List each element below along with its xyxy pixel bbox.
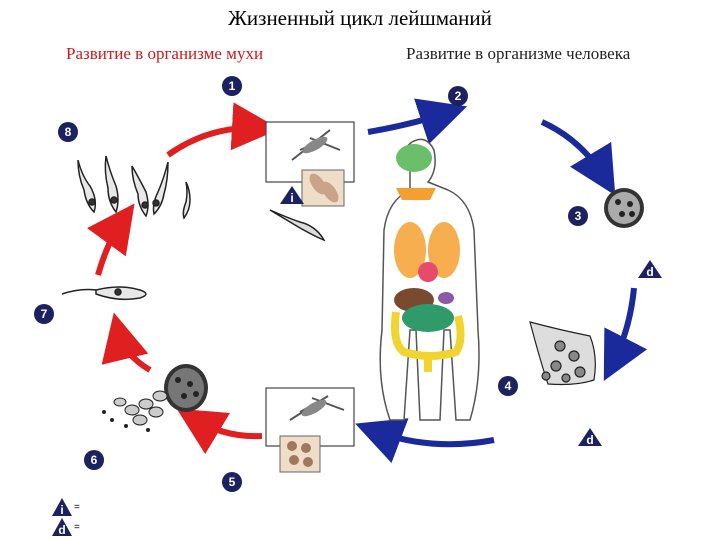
- legend-diagnostic: d: [52, 518, 72, 537]
- legend-diagnostic-label: d: [58, 523, 65, 537]
- step-1-marker: 1: [222, 76, 242, 96]
- diagnostic-marker-label-top: d: [646, 265, 653, 279]
- step-4-marker: 4: [498, 376, 518, 396]
- ruptured-cell-amastigotes: [530, 322, 595, 385]
- infective-stage-marker: i: [280, 186, 304, 205]
- arrow-5-to-6: [192, 418, 262, 436]
- infected-macrophage: [604, 188, 644, 228]
- legend-infective-label: i: [60, 503, 63, 517]
- step-2-marker: 2: [448, 86, 468, 106]
- step-6-label: 6: [91, 453, 98, 467]
- step-5-label: 5: [229, 475, 236, 489]
- sandfly-bite-illustration: [266, 122, 354, 206]
- infective-marker-label: i: [290, 191, 293, 205]
- legend-equals-1: =: [74, 502, 80, 513]
- step-7-label: 7: [41, 307, 48, 321]
- step-6-marker: 6: [84, 450, 104, 470]
- step-3-marker: 3: [568, 206, 588, 226]
- legend-infective: i: [52, 498, 72, 517]
- sandfly-feeding-illustration: [266, 388, 354, 472]
- step-2-label: 2: [455, 89, 462, 103]
- arrow-4-to-5: [372, 430, 494, 444]
- arrow-1-to-2: [368, 112, 450, 132]
- step-8-label: 8: [65, 125, 72, 139]
- arrow-6-to-7: [118, 330, 150, 370]
- step-1-label: 1: [229, 79, 236, 93]
- elongated-promastigote: [62, 287, 146, 299]
- step-7-marker: 7: [34, 304, 54, 324]
- human-body-organs: [380, 139, 479, 420]
- diagnostic-stage-marker-bottom: d: [578, 428, 602, 447]
- promastigote-single: [270, 210, 324, 240]
- step-3-label: 3: [575, 209, 582, 223]
- diagnostic-marker-label-bottom: d: [586, 433, 593, 447]
- amastigote-cluster: [102, 364, 208, 432]
- arrow-8-to-1: [168, 128, 262, 155]
- promastigotes-cluster: [78, 156, 190, 218]
- arrow-2-to-3: [542, 122, 606, 180]
- step-8-marker: 8: [58, 122, 78, 142]
- diagnostic-stage-marker-top: d: [638, 260, 662, 279]
- legend-equals-2: =: [74, 522, 80, 533]
- arrow-7-to-8: [98, 218, 124, 275]
- step-5-marker: 5: [222, 472, 242, 492]
- step-4-label: 4: [505, 379, 512, 393]
- arrow-3-to-4: [612, 288, 634, 365]
